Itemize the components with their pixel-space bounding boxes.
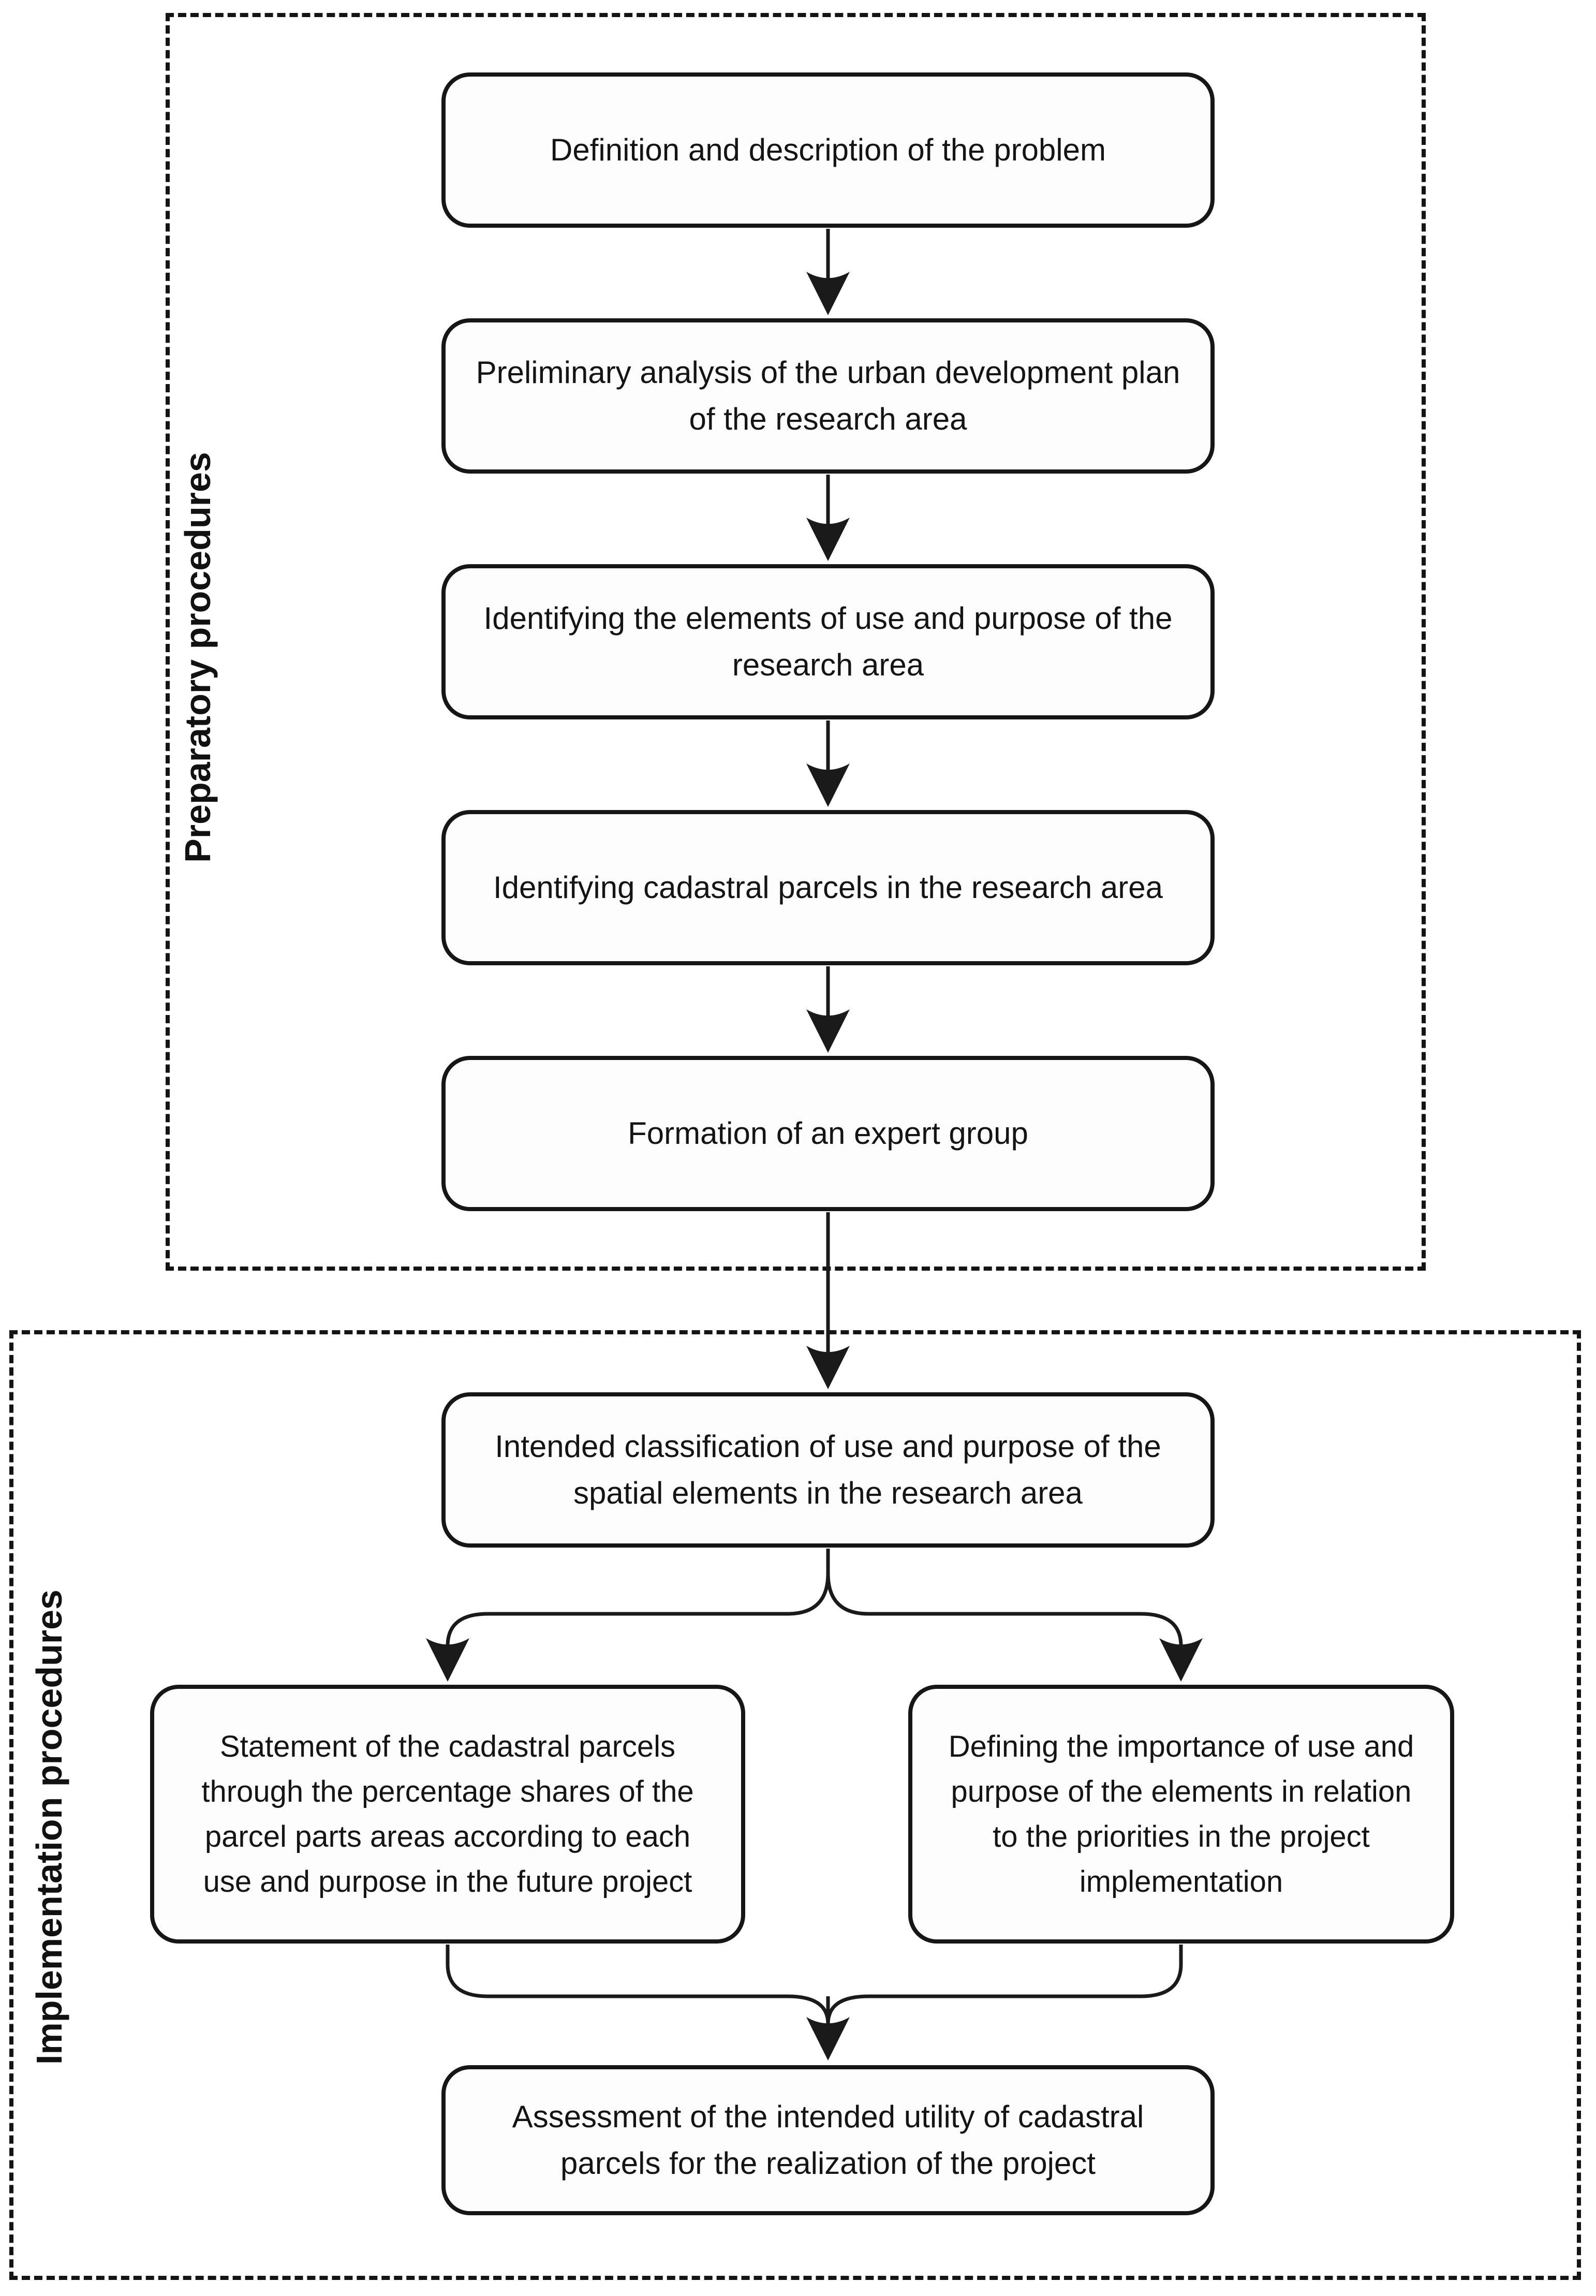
step-box-defining-importance: Defining the importance of use and purpo… [908, 1685, 1454, 1944]
step-label-definition-problem: Definition and description of the proble… [550, 133, 1106, 167]
step-label-assessment-utility: Assessment of the intended utility of ca… [512, 2099, 1144, 2181]
step-box-assessment-utility: Assessment of the intended utility of ca… [441, 2065, 1215, 2215]
step-box-intended-classification: Intended classification of use and purpo… [441, 1392, 1215, 1548]
arrow-fork-left [426, 1549, 830, 1682]
implementation-procedures-label: Implementation procedures [29, 1589, 69, 2065]
step-box-identify-parcels: Identifying cadastral parcels in the res… [441, 810, 1215, 965]
implementation-section-border [9, 1330, 1581, 2280]
step-box-statement-parcels: Statement of the cadastral parcels throu… [150, 1685, 745, 1944]
step-box-expert-group: Formation of an expert group [441, 1056, 1215, 1211]
connector-merge-right [826, 1945, 1183, 2024]
preparatory-procedures-label: Preparatory procedures [178, 452, 218, 863]
step-box-definition-problem: Definition and description of the proble… [441, 72, 1215, 228]
step-label-statement-parcels: Statement of the cadastral parcels throu… [201, 1730, 694, 1898]
step-label-preliminary-analysis: Preliminary analysis of the urban develo… [476, 355, 1180, 436]
connector-merge-left [446, 1945, 830, 2024]
step-label-identify-elements: Identifying the elements of use and purp… [483, 601, 1173, 682]
step-label-expert-group: Formation of an expert group [628, 1116, 1028, 1151]
step-label-identify-parcels: Identifying cadastral parcels in the res… [493, 870, 1163, 905]
preparatory-section-border [166, 13, 1426, 1271]
step-label-intended-classification: Intended classification of use and purpo… [495, 1429, 1161, 1510]
arrow-fork-right [826, 1549, 1203, 1682]
step-box-identify-elements: Identifying the elements of use and purp… [441, 564, 1215, 719]
step-label-defining-importance: Defining the importance of use and purpo… [948, 1730, 1414, 1898]
step-box-preliminary-analysis: Preliminary analysis of the urban develo… [441, 318, 1215, 474]
